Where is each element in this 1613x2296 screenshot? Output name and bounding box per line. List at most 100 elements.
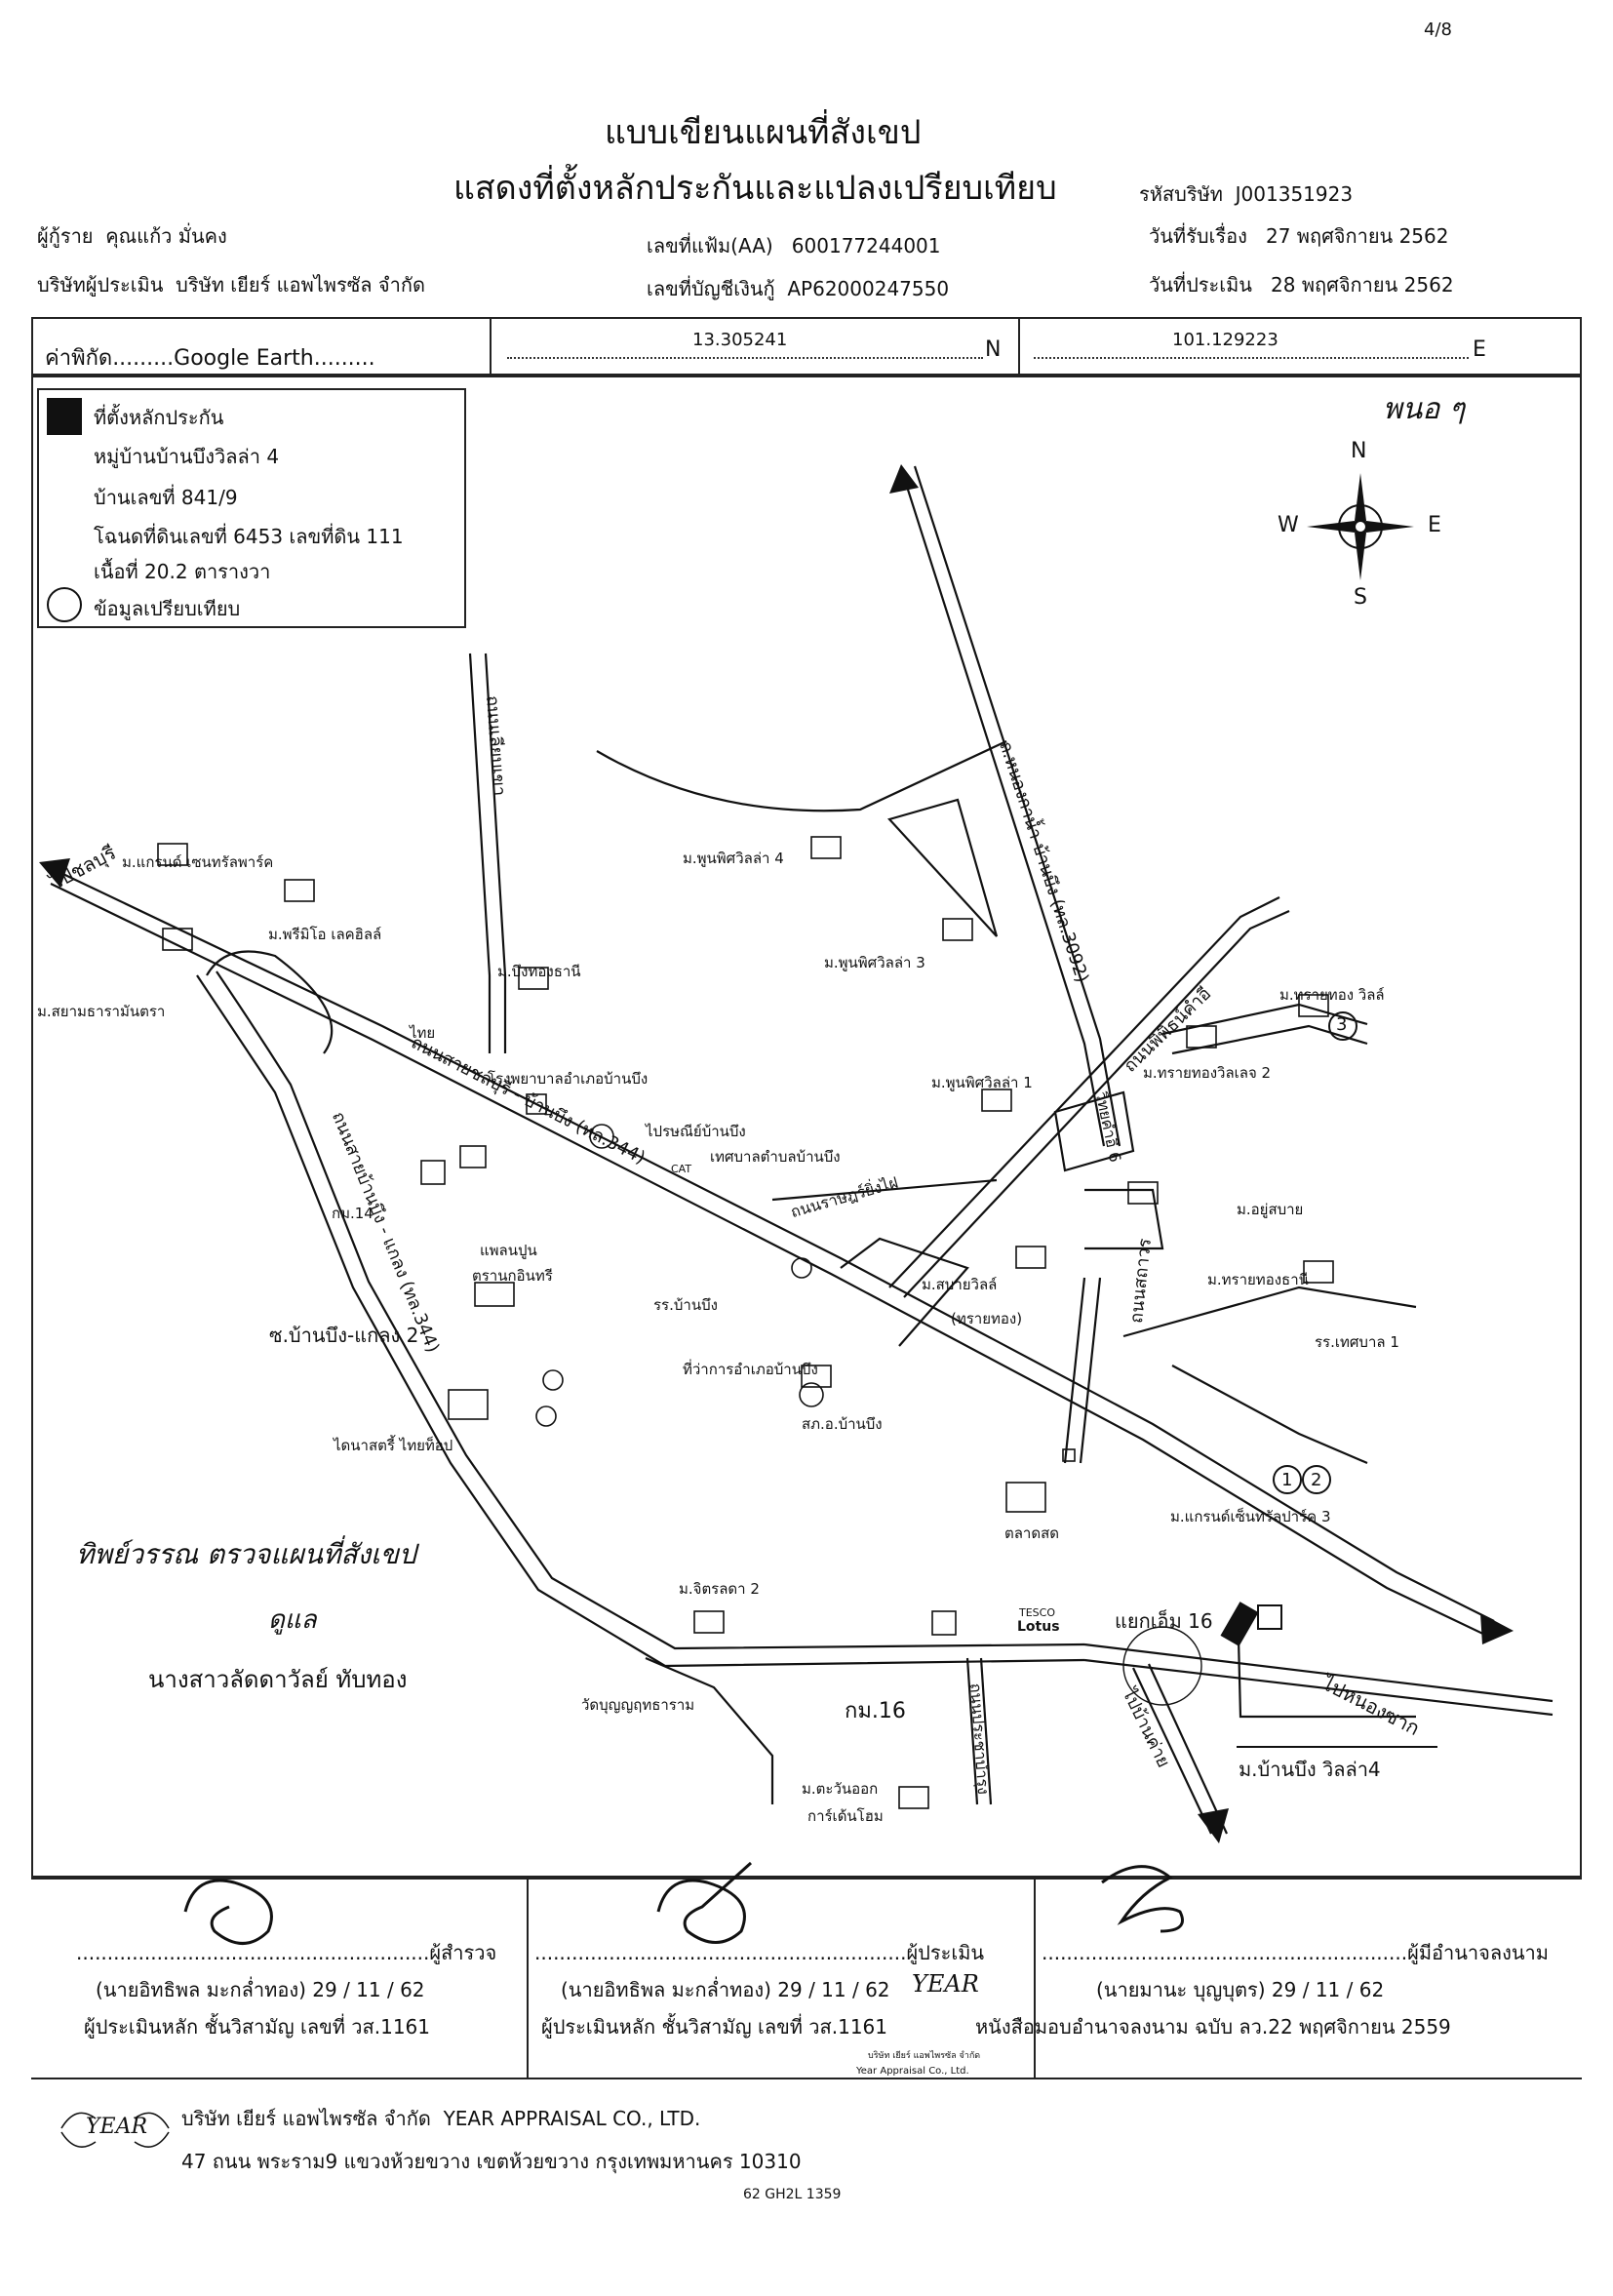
signature-top-divider: [31, 1878, 1582, 1880]
label-comparable-1: 1: [1281, 1470, 1293, 1490]
legend: [37, 388, 466, 628]
surveyor-name: (นายอิทธิพล มะกล่ำทอง) 29 / 11 / 62: [96, 1978, 425, 2001]
label-sabai-ville: ม.สบายวิลล์: [922, 1276, 998, 1293]
label-tessaban-school: รร.เทศบาล 1: [1315, 1333, 1399, 1351]
label-cement: แพลนปูน: [480, 1242, 537, 1259]
legend-deed: โฉนดที่ดินเลขที่ 6453 เลขที่ดิน 111: [94, 525, 404, 548]
appraiser-role: ........................................…: [534, 1941, 985, 1964]
label-municipality: เทศบาลตำบลบ้านบึง: [710, 1148, 841, 1166]
arrow-head: [39, 858, 70, 888]
label-siam-thara: ม.สยามธารามันตรา: [37, 1003, 166, 1020]
page-title: แบบเขียนแผนที่สังเขป: [605, 113, 922, 152]
compass-e: E: [1428, 513, 1441, 537]
footer-logo-text: YEAR: [86, 2115, 148, 2139]
appraised-date: วันที่ประเมิน 28 พฤศจิกายน 2562: [1149, 273, 1454, 297]
borrower: ผู้กู้ราย คุณแก้ว มั่นคง: [37, 224, 227, 248]
checker-name: นางสาวลัดดาวัลย์ ทับทอง: [148, 1666, 408, 1693]
footer-address: 47 ถนน พระราม9 แขวงห้วยขวาง เขตห้วยขวาง …: [181, 2150, 802, 2173]
appraiser-name: (นายอิทธิพล มะกล่ำทอง) 29 / 11 / 62: [561, 1978, 890, 2001]
coord-divider: [490, 317, 492, 376]
handwritten-note-left: ทิพย์วรรณ ตรวจแผนที่สังเขป: [76, 1538, 416, 1570]
page-subtitle: แสดงที่ตั้งหลักประกันและแปลงเปรียบเทียบ: [453, 169, 1057, 208]
label-tawan-ok: ม.ตะวันออก: [802, 1780, 879, 1798]
signature-divider: [1034, 1878, 1036, 2078]
label-dino: ไดนาสตรี้ ไทยท็อป: [334, 1437, 453, 1454]
label-hospital: โรงพยาบาลอำเภอบ้านบึง: [488, 1070, 649, 1088]
compass-w: W: [1278, 513, 1299, 537]
label-wat: วัดบุญญฤทธาราม: [581, 1696, 695, 1714]
label-km16: กม.16: [845, 1699, 906, 1723]
authorized-name: (นายมานะ บุญบุตร) 29 / 11 / 62: [1096, 1978, 1385, 2001]
label-grand-central: ม.แกรนด์ เซนทรัลพาร์ค: [122, 853, 274, 871]
label-tesco: TESCO: [1019, 1606, 1055, 1619]
coordinates-row: [31, 317, 1582, 376]
legend-house-no: บ้านเลขที่ 841/9: [94, 486, 238, 509]
coord-divider: [1018, 317, 1020, 376]
legend-collateral-label: ที่ตั้งหลักประกัน: [94, 406, 224, 429]
company-code: รหัสบริษัท J001351923: [1139, 182, 1354, 206]
lat-dots: [507, 357, 983, 359]
label-premio: ม.พรีมิโอ เลคฮิลล์: [268, 926, 382, 943]
authorized-title: หนังสือมอบอำนาจลงนาม ฉบับ ลว.22 พฤศจิกาย…: [975, 2015, 1451, 2039]
label-phun-villa-3: ม.พูนพิศวิลล่า 3: [824, 954, 925, 971]
surveyor-title: ผู้ประเมินหลัก ชั้นวิสามัญ เลขที่ วส.116…: [84, 2015, 430, 2039]
authorized-role: ........................................…: [1042, 1941, 1549, 1964]
label-grand-central-3: ม.แกรนด์เซ็นทรัลปาร์ค 3: [1170, 1508, 1331, 1525]
label-phun-villa-1: ม.พูนพิศวิลล่า 1: [931, 1074, 1033, 1091]
collateral-legend-icon: [47, 398, 82, 435]
stamp-company-th: บริษัท เยียร์ แอพไพรซัล จำกัด: [868, 2051, 981, 2061]
signature-bottom-divider: [31, 2078, 1582, 2079]
appraiser-title: ผู้ประเมินหลัก ชั้นวิสามัญ เลขที่ วส.116…: [541, 2015, 887, 2039]
label-sai-thong-thani: ม.ทรายทองธานี: [1207, 1271, 1309, 1288]
label-km14: กม.14: [332, 1205, 374, 1222]
label-junction-m16: แยกเอ็ม 16: [1115, 1609, 1213, 1633]
lon-suffix: E: [1473, 337, 1486, 362]
label-yu-sabai: ม.อยู่สบาย: [1237, 1201, 1304, 1218]
label-garden-home: การ์เด้นโฮม: [807, 1807, 884, 1825]
file-number: เลขที่แฟ้ม(AA) 600177244001: [647, 234, 941, 257]
loan-account: เลขที่บัญชีเงินกู้ AP62000247550: [647, 277, 950, 300]
subject-leader: [1237, 1746, 1437, 1748]
handwritten-note-top: พนอ ๆ: [1383, 392, 1465, 426]
label-district-office: ที่ว่าการอำเภอบ้านบึง: [683, 1361, 818, 1378]
footer-company: บริษัท เยียร์ แอพไพรซัล จำกัด YEAR APPRA…: [181, 2107, 701, 2130]
label-cement2: ตรานกอินทรี: [472, 1267, 553, 1285]
legend-area: เนื้อที่ 20.2 ตารางวา: [94, 560, 271, 583]
appraiser-company: บริษัทผู้ประเมิน บริษัท เยียร์ แอพไพรซัล…: [37, 273, 425, 297]
longitude: 101.129223: [1172, 330, 1279, 350]
appraiser-signature-icon: [656, 1861, 753, 1944]
stamp-company-en: Year Appraisal Co., Ltd.: [856, 2066, 969, 2077]
footer-logo: YEAR: [57, 2099, 174, 2159]
label-post-office: ไปรษณีย์บ้านบึง: [646, 1123, 746, 1140]
map-frame: [31, 376, 1582, 1878]
label-thai-sign: ไทย: [410, 1024, 436, 1042]
stamp-logo: YEAR: [912, 1970, 979, 1998]
road-map: [39, 464, 1554, 1843]
label-sai-thong-paren: (ทรายทอง): [951, 1310, 1023, 1327]
label-school-banbueng: รร.บ้านบึง: [653, 1296, 718, 1314]
collateral-marker: [1220, 1602, 1259, 1646]
coord-source: ค่าพิกัด.........Google Earth.........: [45, 346, 375, 371]
signature-divider: [527, 1878, 529, 2078]
legend-village: หมู่บ้านบ้านบึงวิลล่า 4: [94, 445, 280, 468]
latitude: 13.305241: [692, 330, 788, 350]
label-lotus: Lotus: [1017, 1619, 1060, 1635]
lon-dots: [1034, 357, 1469, 359]
label-comparable-2: 2: [1311, 1470, 1322, 1490]
authorized-signature-icon: [1101, 1865, 1184, 1933]
received-date: วันที่รับเรื่อง 27 พฤศจิกายน 2562: [1149, 224, 1449, 248]
label-cat: CAT: [671, 1163, 692, 1175]
legend-comparable-label: ข้อมูลเปรียบเทียบ: [94, 597, 241, 620]
compass-rose-icon: [1307, 473, 1414, 580]
label-sai-thong-village2: ม.ทรายทองวิลเลจ 2: [1143, 1064, 1272, 1082]
comparable-legend-icon: [47, 587, 82, 622]
compass-s: S: [1354, 585, 1367, 610]
label-sai-thong-ville: ม.ทรายทอง วิลล์: [1279, 986, 1385, 1004]
label-comparable-3: 3: [1336, 1014, 1348, 1035]
compass-n: N: [1351, 439, 1367, 463]
label-soi-klaeng-2: ซ.บ้านบึง-แกลง 2: [269, 1324, 419, 1347]
surveyor-role: ........................................…: [76, 1941, 497, 1964]
label-bueng-thong: ม.บึงทองธานี: [497, 963, 581, 980]
lat-suffix: N: [985, 337, 1002, 362]
label-phun-villa-4: ม.พูนพิศวิลล่า 4: [683, 850, 784, 867]
